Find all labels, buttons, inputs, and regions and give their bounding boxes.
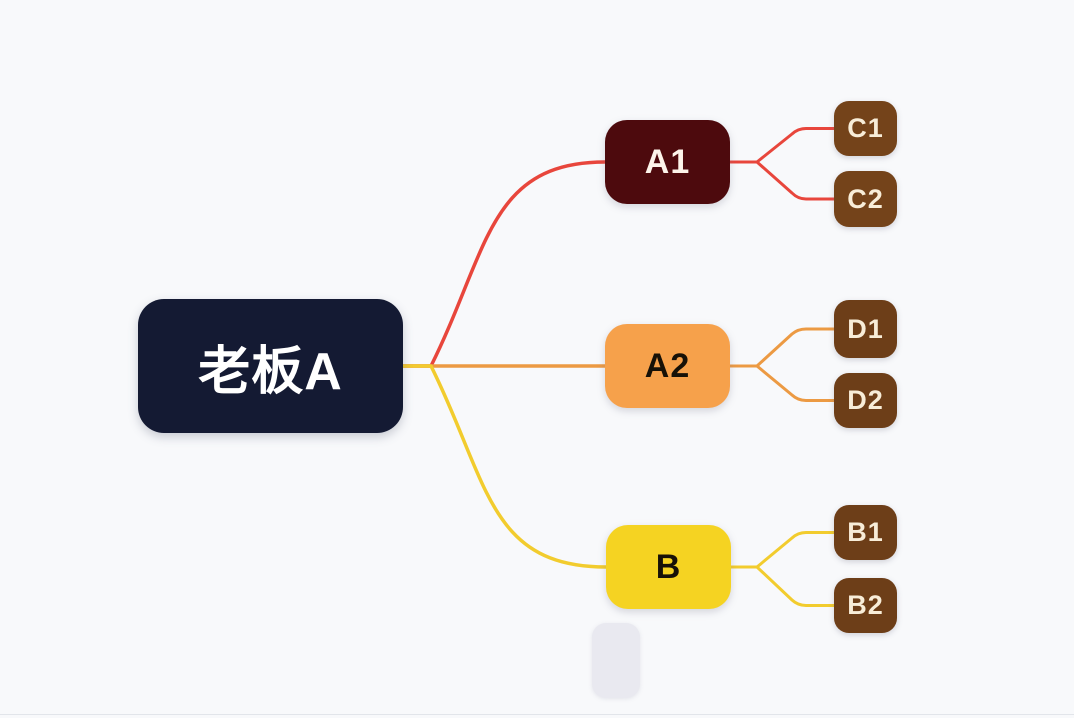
node-d1[interactable]: D1: [834, 300, 897, 358]
edge-a1-c2: [755, 160, 836, 201]
node-c2[interactable]: C2: [834, 171, 897, 227]
node-b1[interactable]: B1: [834, 505, 897, 560]
node-d2[interactable]: D2: [834, 373, 897, 428]
edge-root-b: [401, 364, 608, 569]
edge-a2-d1: [755, 327, 836, 368]
bottom-hairline: [0, 714, 1074, 715]
edge-a2-d2: [755, 364, 836, 402]
edge-root-a1: [401, 160, 607, 368]
edge-a1-c1: [755, 127, 836, 164]
new-node-placeholder[interactable]: [592, 623, 640, 698]
node-root[interactable]: 老板A: [138, 299, 403, 433]
edge-b-b2: [755, 565, 836, 607]
node-c1[interactable]: C1: [834, 101, 897, 156]
node-b[interactable]: B: [606, 525, 731, 609]
edge-b-b1: [755, 531, 836, 569]
node-a2[interactable]: A2: [605, 324, 730, 408]
node-b2[interactable]: B2: [834, 578, 897, 633]
node-a1[interactable]: A1: [605, 120, 730, 204]
